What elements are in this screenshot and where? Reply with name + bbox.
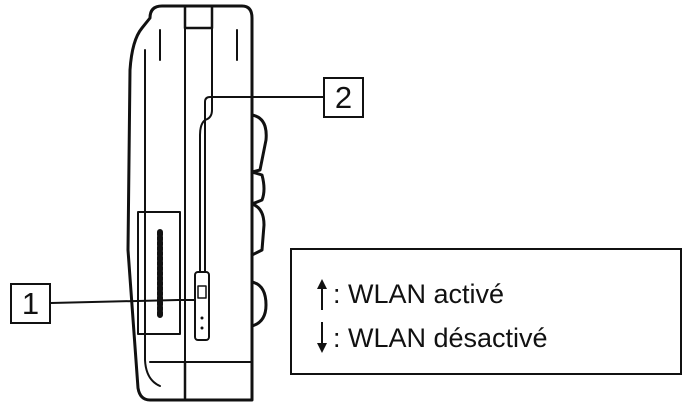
callout-2: 2 — [323, 77, 364, 118]
legend-row-off: : WLAN désactivé — [314, 316, 680, 360]
callout-1: 1 — [10, 283, 51, 324]
wlan-switch — [194, 271, 210, 341]
side-button-middle — [250, 170, 266, 206]
arrow-down-icon — [317, 322, 327, 353]
side-button-lower — [250, 202, 266, 257]
label-plate — [137, 211, 181, 335]
wlan-legend: : WLAN activé : WLAN désactivé — [290, 248, 682, 375]
side-button-top — [250, 113, 268, 174]
device-body-inner — [144, 49, 161, 387]
legend-row-on: : WLAN activé — [314, 272, 680, 316]
leader-line-2 — [204, 96, 324, 273]
arrow-up-icon — [317, 279, 327, 310]
device-top-ridge — [183, 4, 214, 30]
leader-line-1 — [50, 299, 196, 304]
legend-text-off: : WLAN désactivé — [333, 322, 548, 353]
device-body-outline — [126, 4, 254, 402]
side-dial — [250, 280, 268, 328]
legend-text-on: : WLAN activé — [333, 278, 505, 309]
